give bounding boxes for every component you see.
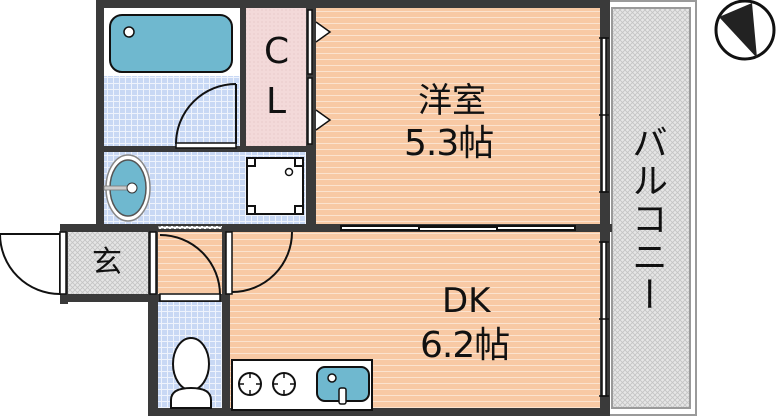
kitchen-counter (231, 359, 373, 411)
bath-door[interactable] (175, 83, 237, 149)
compass-icon (714, 0, 776, 61)
windows (599, 37, 609, 397)
bathtub-icon (109, 14, 233, 73)
entrance-label: 玄 (92, 245, 122, 280)
western-room-name: 洋室 (418, 81, 486, 121)
dk-room-name: DK (442, 281, 491, 321)
closet-floor (246, 8, 308, 146)
balcony (605, 0, 697, 416)
sink-icon (103, 154, 151, 222)
kitchen-sink-icon (316, 366, 370, 405)
entrance-floor (66, 232, 150, 294)
dk-door[interactable] (225, 231, 293, 295)
hall-floor (158, 230, 228, 300)
curtain (157, 225, 223, 230)
dk-room-size: 6.2帖 (420, 325, 510, 366)
western-room-size: 5.3帖 (404, 123, 494, 164)
stove-icon (238, 372, 296, 396)
balcony-label: バルコニー (626, 124, 667, 314)
sliding-door[interactable] (340, 225, 576, 231)
closet-label-c: C (264, 31, 290, 72)
toilet-icon (170, 337, 212, 409)
closet-label-l: L (266, 81, 287, 122)
step (149, 231, 157, 295)
western-room-floor (314, 8, 602, 224)
washer-pan-icon (246, 157, 304, 215)
toilet-door[interactable] (159, 234, 221, 302)
entrance-door[interactable] (0, 231, 67, 296)
closet-doors[interactable] (307, 9, 332, 145)
